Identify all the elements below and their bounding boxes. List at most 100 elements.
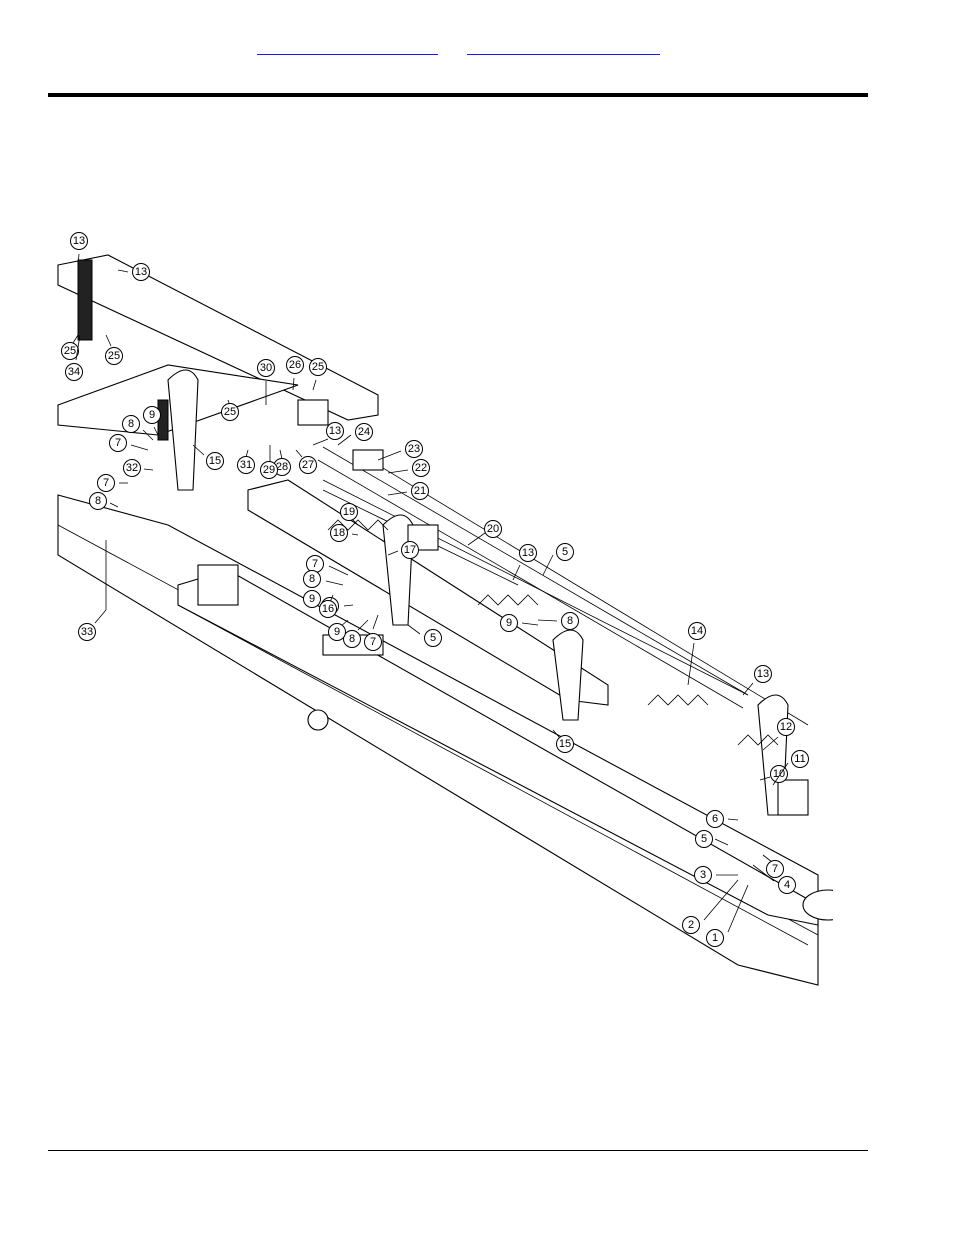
callout-24: 24 <box>337 423 373 446</box>
svg-text:13: 13 <box>329 425 341 437</box>
svg-text:8: 8 <box>95 495 101 507</box>
callout-8: 8 <box>343 619 369 648</box>
svg-text:25: 25 <box>64 345 76 357</box>
svg-text:8: 8 <box>128 418 134 430</box>
svg-text:27: 27 <box>302 459 314 471</box>
svg-text:20: 20 <box>487 523 499 535</box>
callout-34: 34 <box>65 334 83 381</box>
callout-19: 19 <box>340 503 359 526</box>
callout-25: 25 <box>105 334 123 365</box>
svg-text:33: 33 <box>81 626 93 638</box>
callout-4: 4 <box>752 864 796 894</box>
callout-20: 20 <box>467 520 502 546</box>
svg-text:19: 19 <box>343 506 355 518</box>
svg-text:22: 22 <box>415 462 427 474</box>
svg-text:15: 15 <box>209 455 221 467</box>
svg-text:25: 25 <box>108 350 120 362</box>
svg-text:7: 7 <box>370 636 376 648</box>
callout-9: 9 <box>328 619 349 641</box>
svg-text:31: 31 <box>240 459 252 471</box>
svg-text:9: 9 <box>309 593 315 605</box>
callout-5: 5 <box>407 624 442 647</box>
svg-text:8: 8 <box>349 633 355 645</box>
svg-text:7: 7 <box>312 558 318 570</box>
callout-32: 32 <box>123 459 154 477</box>
callout-3: 3 <box>694 866 738 884</box>
callout-25: 25 <box>309 358 327 391</box>
svg-text:7: 7 <box>772 863 778 875</box>
svg-text:11: 11 <box>794 753 805 765</box>
svg-text:8: 8 <box>567 615 573 627</box>
callout-11: 11 <box>772 750 809 786</box>
callout-8: 8 <box>122 415 154 441</box>
svg-text:15: 15 <box>559 738 571 750</box>
callout-17: 17 <box>387 541 419 559</box>
svg-text:28: 28 <box>276 461 288 473</box>
footer-rule <box>48 1150 868 1151</box>
svg-text:2: 2 <box>688 919 694 931</box>
callout-31: 31 <box>237 449 255 474</box>
callout-13: 13 <box>512 544 537 581</box>
callout-15: 15 <box>192 444 224 470</box>
callout-18: 18 <box>330 524 359 542</box>
svg-text:14: 14 <box>691 625 703 637</box>
callout-7: 7 <box>762 854 784 878</box>
svg-text:7: 7 <box>115 437 121 449</box>
callout-25: 25 <box>61 334 79 360</box>
svg-text:6: 6 <box>712 813 718 825</box>
callout-2: 2 <box>682 879 739 934</box>
callout-21: 21 <box>387 482 429 500</box>
svg-text:9: 9 <box>334 626 340 638</box>
callout-14: 14 <box>687 622 706 686</box>
svg-text:4: 4 <box>784 879 790 891</box>
svg-text:5: 5 <box>562 546 568 558</box>
callout-1: 1 <box>706 884 749 947</box>
exploded-view-drawing <box>57 254 833 986</box>
callout-8: 8 <box>89 492 119 510</box>
callout-7: 7 <box>97 474 128 492</box>
callout-7: 7 <box>306 555 349 576</box>
svg-text:18: 18 <box>333 527 345 539</box>
callout-15: 15 <box>552 729 574 753</box>
svg-text:17: 17 <box>404 544 416 556</box>
callout-13: 13 <box>117 263 150 281</box>
callout-layer: 1234555677777788888999910111213131313131… <box>61 232 809 947</box>
header-link-2[interactable] <box>467 40 660 55</box>
callout-9: 9 <box>500 614 539 632</box>
header-link-1[interactable] <box>257 40 438 55</box>
svg-text:23: 23 <box>408 443 420 455</box>
svg-text:25: 25 <box>224 406 236 418</box>
svg-text:25: 25 <box>312 361 324 373</box>
svg-text:5: 5 <box>430 632 436 644</box>
svg-text:7: 7 <box>103 477 109 489</box>
callout-6: 6 <box>706 810 739 828</box>
callout-7: 7 <box>109 434 149 452</box>
callout-13: 13 <box>70 232 88 266</box>
svg-text:5: 5 <box>701 833 707 845</box>
callout-8: 8 <box>303 570 344 588</box>
callout-13: 13 <box>312 422 344 446</box>
svg-text:16: 16 <box>322 603 334 615</box>
parts-diagram: 1234555677777788888999910111213131313131… <box>48 225 833 1000</box>
svg-text:13: 13 <box>135 266 147 278</box>
svg-text:13: 13 <box>73 235 85 247</box>
svg-text:1: 1 <box>712 932 718 944</box>
callout-23: 23 <box>377 440 423 461</box>
svg-text:26: 26 <box>289 359 301 371</box>
callout-12: 12 <box>762 718 795 751</box>
callout-33: 33 <box>78 609 107 641</box>
svg-text:24: 24 <box>358 426 370 438</box>
svg-text:8: 8 <box>309 573 315 585</box>
svg-text:32: 32 <box>126 462 138 474</box>
callout-9: 9 <box>143 406 161 436</box>
callout-29: 29 <box>260 445 278 479</box>
svg-text:3: 3 <box>700 869 706 881</box>
callout-7: 7 <box>364 614 382 651</box>
callout-26: 26 <box>286 356 304 391</box>
svg-text:34: 34 <box>68 366 80 378</box>
callout-30: 30 <box>257 359 275 405</box>
svg-text:21: 21 <box>414 485 426 497</box>
callout-27: 27 <box>295 449 317 474</box>
callout-8: 8 <box>537 612 579 630</box>
svg-text:30: 30 <box>260 362 272 374</box>
